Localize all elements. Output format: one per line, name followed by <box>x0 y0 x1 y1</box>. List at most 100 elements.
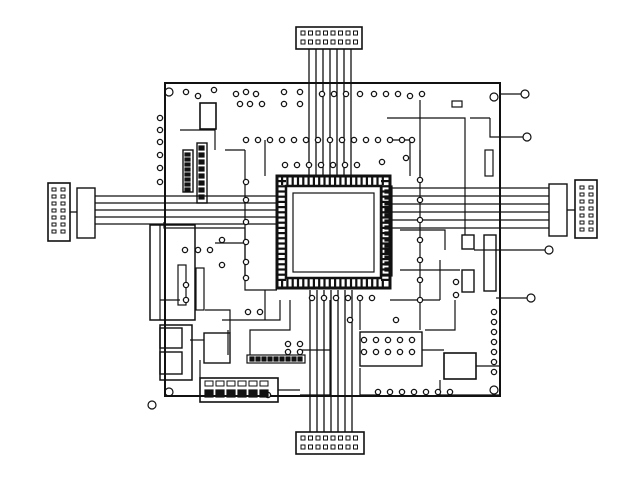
trace-path <box>420 117 466 235</box>
via-hole <box>242 88 250 96</box>
chip-pin <box>349 279 353 288</box>
via-hole <box>356 90 364 98</box>
via-hole <box>374 136 382 144</box>
via-hole <box>182 88 190 96</box>
component-pad <box>184 167 191 172</box>
via-hole <box>246 100 254 108</box>
via-hole <box>302 136 310 144</box>
via-hole <box>182 281 190 289</box>
chip-pin <box>277 200 286 203</box>
header-pin <box>345 30 351 36</box>
via-hole <box>490 308 498 316</box>
trace-path <box>222 300 281 321</box>
via-hole <box>372 336 380 344</box>
chip-pin <box>277 247 286 250</box>
chip-pin <box>277 268 286 271</box>
via-hole <box>194 246 202 254</box>
chip-pin <box>381 279 384 288</box>
via-hole <box>386 388 394 396</box>
via-hole <box>242 238 250 246</box>
chip-pin <box>334 279 337 288</box>
via-hole <box>305 161 313 169</box>
header-pin <box>323 444 328 450</box>
bottom-header-connector <box>295 290 365 455</box>
via-hole <box>156 114 164 122</box>
via-hole <box>342 90 350 98</box>
via-hole <box>252 90 260 98</box>
via-hole <box>350 136 358 144</box>
header-pin <box>338 39 343 45</box>
chip-pin <box>376 279 379 288</box>
via-hole <box>360 348 368 356</box>
via-hole <box>416 176 424 184</box>
header-pin <box>353 39 358 45</box>
component-pad <box>184 152 191 157</box>
chip-pin <box>318 176 321 185</box>
chip-pin <box>277 226 286 229</box>
via-hole <box>344 294 352 302</box>
top-header-traces <box>308 49 352 176</box>
via-hole <box>490 358 498 366</box>
via-hole <box>406 92 414 100</box>
via-hole <box>446 388 454 396</box>
header-pin <box>323 39 328 45</box>
bottom-header-traces <box>309 290 353 432</box>
via-hole <box>398 388 406 396</box>
right-header-connector <box>390 179 598 239</box>
chip-pin <box>307 279 310 288</box>
chip-pin <box>381 180 390 183</box>
component-pad <box>384 231 391 236</box>
header-pin <box>345 444 351 450</box>
chip-pin <box>277 252 286 255</box>
component-pad <box>384 237 391 242</box>
top-header-pins <box>300 30 358 45</box>
trace-path <box>300 300 331 396</box>
via-hole <box>378 158 386 166</box>
via-hole <box>284 348 292 356</box>
chip-pin <box>277 278 286 281</box>
chip-pin <box>277 263 286 266</box>
header-pad <box>237 380 247 387</box>
chip-pin <box>277 237 286 240</box>
chip-pin <box>277 180 286 183</box>
via-hole <box>280 88 288 96</box>
component-pad <box>267 356 273 362</box>
via-hole <box>490 338 498 346</box>
chip-pin <box>381 176 384 185</box>
via-hole <box>194 92 202 100</box>
header-pin <box>300 39 306 45</box>
via-hole <box>210 86 218 94</box>
via-hole <box>370 90 378 98</box>
header-pin <box>588 227 594 232</box>
component-pad <box>384 219 391 224</box>
component-pad <box>384 243 391 248</box>
chip-pin <box>277 273 286 276</box>
chip-pin <box>286 279 289 288</box>
header-pin <box>323 435 328 441</box>
via-hole <box>206 246 214 254</box>
header-pin <box>300 444 306 450</box>
chip-pin <box>302 279 305 288</box>
component-pad <box>249 356 255 362</box>
chip-pin <box>286 176 289 185</box>
chip-pin <box>328 279 331 288</box>
via-hole <box>384 348 392 356</box>
chip-pin <box>277 190 286 193</box>
header-pad <box>215 389 225 398</box>
chip-pin <box>277 221 286 224</box>
trace-path <box>425 300 456 331</box>
header-pin <box>345 435 351 441</box>
header-pin <box>315 435 321 441</box>
header-pad <box>237 389 247 398</box>
component-footprints <box>159 100 497 403</box>
chip-pins <box>277 176 390 288</box>
component-pad <box>184 162 191 167</box>
chip-pin <box>277 216 286 219</box>
board-outline <box>149 82 501 397</box>
chip-pin <box>339 279 342 288</box>
chip-pin <box>277 206 286 209</box>
via-hole <box>281 161 289 169</box>
component-pad <box>273 356 279 362</box>
